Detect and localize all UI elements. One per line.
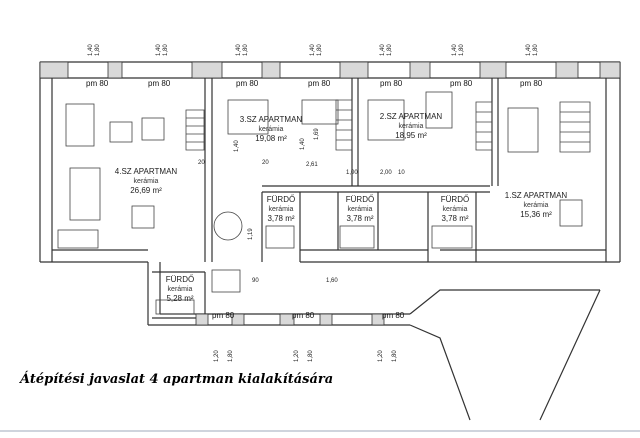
svg-text:1,80: 1,80: [95, 44, 101, 56]
wall-piers: [39, 61, 621, 326]
svg-text:3.SZ APARTMAN: 3.SZ APARTMAN: [240, 115, 303, 124]
svg-text:18,95 m²: 18,95 m²: [395, 131, 427, 140]
svg-text:1,80: 1,80: [243, 44, 249, 56]
svg-text:2,61: 2,61: [306, 162, 318, 168]
svg-text:kerámia: kerámia: [259, 126, 284, 133]
svg-text:kerámia: kerámia: [443, 206, 468, 213]
room-bath3: FÜRDŐ kerámia 3,78 m²: [441, 195, 469, 223]
pm-label: pm 80: [382, 311, 405, 320]
svg-text:1,40: 1,40: [380, 44, 386, 56]
svg-text:1,20: 1,20: [214, 350, 220, 362]
svg-text:1,80: 1,80: [533, 44, 539, 56]
bed-apt1: [507, 107, 539, 153]
svg-text:kerámia: kerámia: [348, 206, 373, 213]
svg-text:1,40: 1,40: [88, 44, 94, 56]
svg-text:kerámia: kerámia: [399, 123, 424, 130]
room-bath4: FÜRDŐ kerámia 5,28 m²: [166, 275, 194, 303]
kitchen-counter-apt4: [57, 229, 99, 249]
walls: [39, 61, 621, 421]
svg-text:1,80: 1,80: [392, 350, 398, 362]
pm-label: pm 80: [212, 311, 235, 320]
svg-text:10: 10: [398, 170, 405, 176]
furniture: [57, 91, 591, 315]
svg-text:5,28 m²: 5,28 m²: [166, 294, 193, 303]
plan-caption: Átépítési javaslat 4 apartman kialakítás…: [20, 372, 334, 387]
svg-text:1,80: 1,80: [163, 44, 169, 56]
svg-text:1,80: 1,80: [387, 44, 393, 56]
svg-text:kerámia: kerámia: [269, 206, 294, 213]
svg-text:90: 90: [252, 278, 259, 284]
svg-text:1,60: 1,60: [326, 278, 338, 284]
pm-label: pm 80: [236, 79, 259, 88]
shower-bath1: [265, 225, 295, 249]
sofa-apt3: [301, 99, 339, 125]
pm-label: pm 80: [86, 79, 109, 88]
room-apt1: 1.SZ APARTMAN kerámia 15,36 m²: [505, 191, 568, 219]
dining-table: [69, 167, 101, 221]
svg-text:1,20: 1,20: [378, 350, 384, 362]
pm-label: pm 80: [148, 79, 171, 88]
svg-text:FÜRDŐ: FÜRDŐ: [346, 195, 374, 204]
sofa-apt2: [425, 91, 453, 129]
svg-text:kerámia: kerámia: [168, 286, 193, 293]
bed-apt3: [227, 99, 269, 135]
svg-text:1,20: 1,20: [294, 350, 300, 362]
svg-text:3,78 m²: 3,78 m²: [441, 214, 468, 223]
svg-text:4.SZ APARTMAN: 4.SZ APARTMAN: [115, 167, 178, 176]
window-dimensions: 1,40 1,80 1,40 1,80 1,40 1,80 1,40 1,80 …: [88, 44, 539, 362]
svg-text:1,40: 1,40: [156, 44, 162, 56]
sofa-apt4: [65, 103, 95, 147]
armchair-apt4: [141, 117, 165, 141]
bottom-border: [0, 430, 640, 432]
room-apt2: 2.SZ APARTMAN kerámia 18,95 m²: [380, 112, 443, 140]
svg-text:1,69: 1,69: [314, 128, 320, 140]
svg-text:FÜRDŐ: FÜRDŐ: [267, 195, 295, 204]
room-bath2: FÜRDŐ kerámia 3,78 m²: [346, 195, 374, 223]
door-swing: [213, 211, 243, 241]
svg-text:15,36 m²: 15,36 m²: [520, 210, 552, 219]
room-apt3: 3.SZ APARTMAN kerámia 19,08 m²: [240, 115, 303, 143]
pm-label: pm 80: [520, 79, 543, 88]
svg-text:19,08 m²: 19,08 m²: [255, 134, 287, 143]
svg-text:3,78 m²: 3,78 m²: [346, 214, 373, 223]
svg-text:1,80: 1,80: [459, 44, 465, 56]
svg-text:20: 20: [198, 160, 205, 166]
stair: [185, 109, 205, 151]
svg-text:26,69 m²: 26,69 m²: [130, 186, 162, 195]
parapet-labels: pm 80 pm 80 pm 80 pm 80 pm 80 pm 80 pm 8…: [86, 79, 543, 320]
svg-text:1.SZ APARTMAN: 1.SZ APARTMAN: [505, 191, 568, 200]
svg-text:20: 20: [262, 160, 269, 166]
svg-text:1,40: 1,40: [300, 138, 306, 150]
bed-apt2: [367, 99, 405, 141]
svg-text:3,78 m²: 3,78 m²: [267, 214, 294, 223]
pm-label: pm 80: [380, 79, 403, 88]
svg-text:1,40: 1,40: [452, 44, 458, 56]
interior-dimensions: 2,61 2,00 1,00 20 20 10 90 1,60 1,40 1,4…: [198, 128, 405, 284]
svg-text:FÜRDŐ: FÜRDŐ: [166, 275, 194, 284]
svg-text:1,19: 1,19: [248, 228, 254, 240]
svg-text:1,00: 1,00: [346, 170, 358, 176]
svg-text:1,80: 1,80: [228, 350, 234, 362]
svg-text:kerámia: kerámia: [134, 178, 159, 185]
svg-text:1,40: 1,40: [526, 44, 532, 56]
pm-label: pm 80: [308, 79, 331, 88]
pm-label: pm 80: [450, 79, 473, 88]
room-bath1: FÜRDŐ kerámia 3,78 m²: [267, 195, 295, 223]
svg-text:FÜRDŐ: FÜRDŐ: [441, 195, 469, 204]
room-labels: 4.SZ APARTMAN kerámia 26,69 m² 3.SZ APAR…: [115, 112, 568, 303]
svg-text:kerámia: kerámia: [524, 202, 549, 209]
pm-label: pm 80: [292, 311, 315, 320]
svg-text:1,40: 1,40: [310, 44, 316, 56]
svg-text:1,80: 1,80: [308, 350, 314, 362]
svg-text:1,80: 1,80: [317, 44, 323, 56]
svg-text:2,00: 2,00: [380, 170, 392, 176]
svg-text:2.SZ APARTMAN: 2.SZ APARTMAN: [380, 112, 443, 121]
table-apt1: [559, 199, 583, 227]
svg-text:1,40: 1,40: [234, 140, 240, 152]
svg-text:1,40: 1,40: [236, 44, 242, 56]
room-apt4: 4.SZ APARTMAN kerámia 26,69 m²: [115, 167, 178, 195]
